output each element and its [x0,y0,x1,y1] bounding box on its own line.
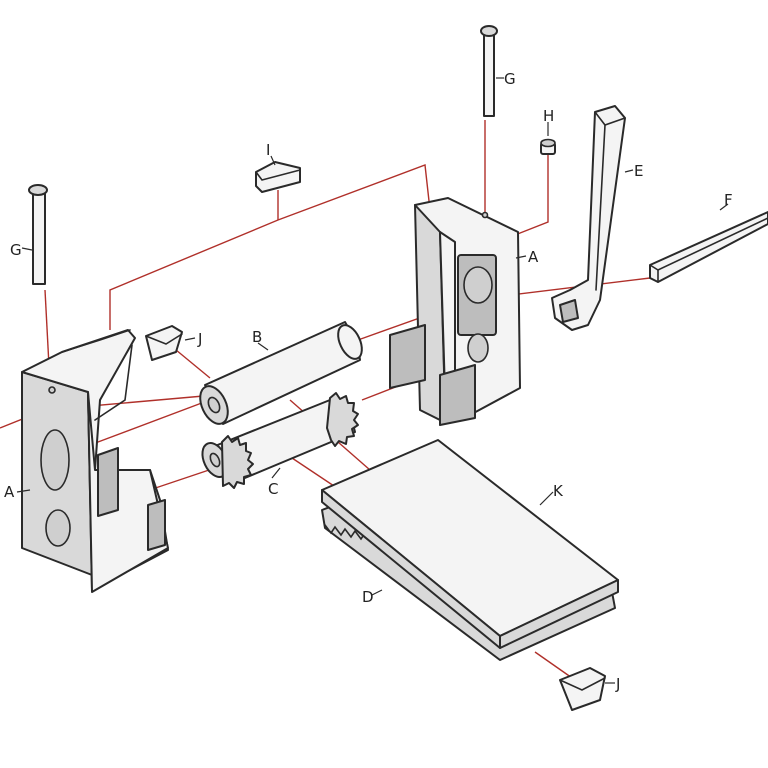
label-b: B [252,328,262,346]
label-c: C [268,480,278,498]
flat-plate-k [321,439,619,649]
label-g-right: G [504,70,516,88]
bar-f [649,211,768,283]
block-j-upper [145,325,183,361]
nut-h [540,138,556,155]
handle-e [551,105,626,331]
label-ticks [16,77,729,684]
pin-g-left [28,184,48,285]
label-j-lower: J [615,675,620,693]
label-d: D [362,588,374,606]
label-h: H [543,107,554,125]
label-i: I [266,141,270,159]
pin-g-right [480,25,498,117]
block-i [255,161,301,193]
block-j-lower [559,667,606,711]
label-a-left: A [4,483,15,501]
label-e: E [634,162,643,180]
gear-roller-c [201,392,359,489]
roller-b [199,321,363,425]
label-f: F [724,191,733,209]
label-k: K [553,482,564,500]
right-bracket-a [389,197,521,426]
label-g-left: G [10,241,22,259]
label-j-upper: J [197,330,202,348]
left-bracket-a [21,329,169,593]
label-a-right: A [528,248,539,266]
